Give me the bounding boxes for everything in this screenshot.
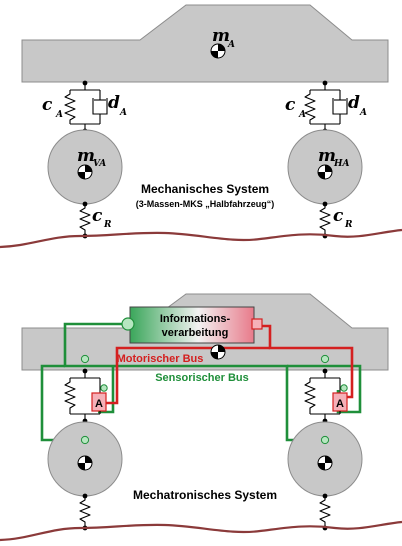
- mechanical-title: Mechanisches System: [141, 182, 269, 196]
- motor-bus: [106, 324, 354, 405]
- mechanical-system: m A c A d A: [0, 4, 402, 249]
- sensor-node-icon: [80, 354, 90, 364]
- tire-spring-front-top: [79, 201, 91, 239]
- sensor-node-icon: [100, 384, 108, 392]
- spring-left-sub: A: [55, 110, 63, 120]
- spring-left-c: c: [42, 95, 53, 115]
- mass-front-label: m: [77, 146, 95, 166]
- mass-body-sub: A: [227, 40, 235, 50]
- spring-icon: [64, 90, 76, 124]
- spring-right-sub: A: [298, 110, 306, 120]
- sensor-node-icon: [340, 384, 348, 392]
- mass-front-sub: VA: [93, 159, 106, 169]
- actuator-icon: [91, 392, 107, 412]
- sensor-node-icon: [80, 435, 90, 445]
- spring-right-c: c: [285, 95, 296, 115]
- center-of-mass-icon: [210, 344, 226, 360]
- ipu-label-1: Informations-: [160, 313, 231, 325]
- suspension-left-top: [64, 80, 108, 134]
- suspension-left-bottom: A: [64, 354, 108, 424]
- tire-spring-rear-sub: R: [344, 220, 353, 230]
- information-processing-unit: Informations- verarbeitung: [121, 306, 263, 344]
- center-of-mass-icon: [77, 455, 93, 471]
- mass-rear-label: m: [318, 146, 336, 166]
- mechatronic-system: Informations- verarbeitung Motorischer B…: [0, 293, 402, 542]
- center-of-mass-icon: [210, 43, 226, 59]
- center-of-mass-icon: [77, 164, 93, 180]
- actuator-right-label: A: [336, 398, 344, 410]
- sensor-node-icon: [320, 354, 330, 364]
- suspension-right-top: [304, 80, 348, 134]
- actuator-output-icon: [251, 318, 263, 330]
- road-bottom: [0, 520, 402, 542]
- damper-left-d: d: [108, 93, 120, 113]
- sensor-node-icon: [320, 435, 330, 445]
- road-top: [0, 228, 402, 249]
- mass-body-label: m: [212, 26, 230, 46]
- damper-left-sub: A: [119, 108, 127, 118]
- center-of-mass-icon: [317, 164, 333, 180]
- tire-spring-front-bottom: [79, 493, 91, 531]
- suspension-right-bottom: A: [304, 354, 348, 424]
- motor-bus-label: Motorischer Bus: [117, 353, 204, 365]
- sensor-bus-label: Sensorischer Bus: [155, 372, 249, 384]
- tire-spring-rear-c: c: [333, 206, 344, 226]
- ipu-label-2: verarbeitung: [162, 327, 229, 339]
- tire-spring-sub: R: [103, 220, 112, 230]
- tire-spring-rear-top: [319, 201, 331, 239]
- center-of-mass-icon: [317, 455, 333, 471]
- damper-icon: [92, 90, 108, 124]
- tire-spring-rear-bottom: [319, 493, 331, 531]
- car-body-top: [21, 4, 389, 83]
- sensor-input-icon: [121, 317, 135, 331]
- damper-right-sub: A: [359, 108, 367, 118]
- actuator-left-label: A: [95, 398, 103, 410]
- mass-rear-sub: HA: [333, 159, 350, 169]
- damper-right-d: d: [348, 93, 360, 113]
- mechanical-subtitle: (3-Massen-MKS „Halbfahrzeug“): [136, 199, 275, 209]
- mechatronic-title: Mechatronisches System: [133, 488, 277, 502]
- tire-spring-c: c: [92, 206, 103, 226]
